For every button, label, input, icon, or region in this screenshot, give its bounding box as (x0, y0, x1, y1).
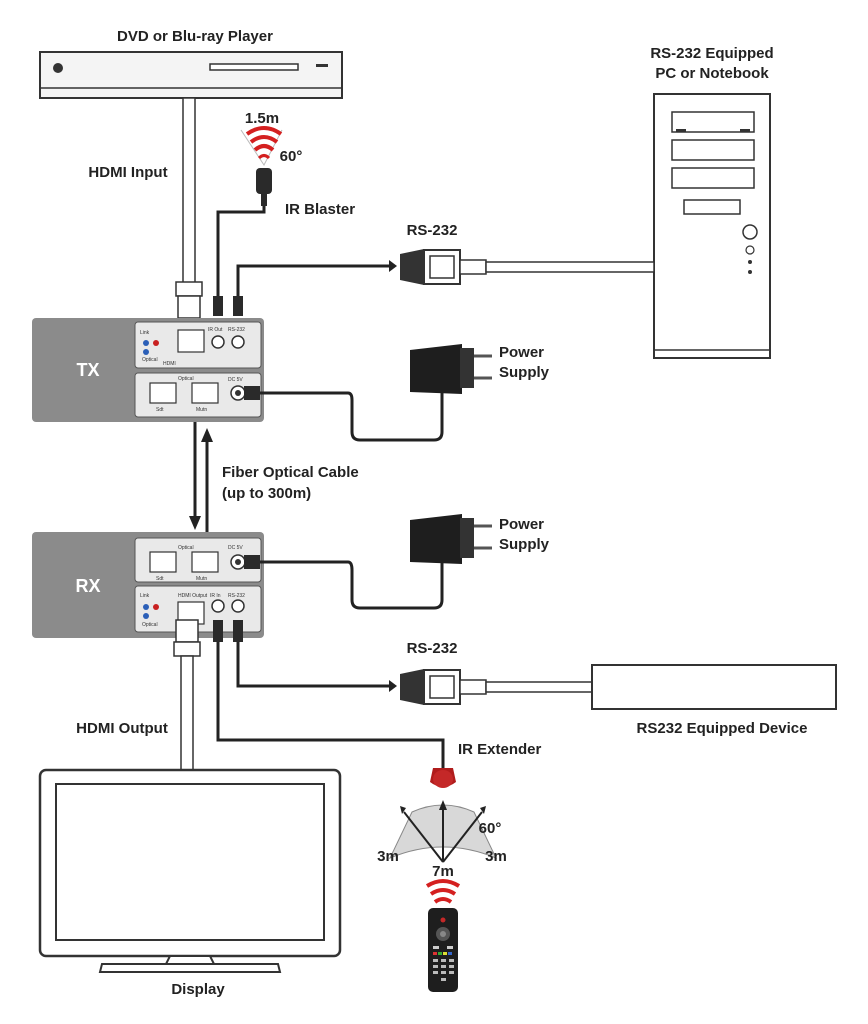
ir-extender-icon (430, 768, 456, 788)
tx-ir-out-text: IR Out (208, 327, 223, 333)
ir-extender-label: IR Extender (458, 741, 542, 758)
ext-right-label: 3m (485, 848, 507, 865)
tx-ir-plug (213, 296, 223, 316)
ir-blaster-label: IR Blaster (285, 201, 355, 218)
rx-sub-a-text: Sdt (156, 576, 164, 582)
blaster-distance-label: 1.5m (245, 110, 279, 127)
tx-label: TX (76, 360, 99, 380)
rx-sub-b-text: Mutn (196, 576, 207, 582)
tx-sub-b-text: Mutn (196, 407, 207, 413)
ext-center-label: 7m (432, 863, 454, 880)
fiber-label-line1: Fiber Optical Cable (222, 464, 359, 481)
tx-power-cable (244, 386, 444, 442)
rs232-device-icon (591, 664, 837, 710)
rs232-bottom-label: RS-232 (407, 640, 458, 657)
pc-label-line1: RS-232 Equipped (650, 45, 773, 62)
hdmi-output-label: HDMI Output (76, 720, 168, 737)
ir-coverage-icon (388, 800, 498, 863)
rs232-device-label: RS232 Equipped Device (637, 720, 808, 737)
tx-power-label-line1: Power (499, 344, 544, 361)
rx-link-text: Link (140, 593, 150, 599)
fiber-label-line2: (up to 300m) (222, 485, 311, 502)
tx-link-text: Link (140, 330, 150, 336)
tx-rs232-plug (233, 296, 243, 316)
rx-rs232-text: RS-232 (228, 593, 245, 599)
tx-power-label-line2: Supply (499, 364, 550, 381)
rx-power-cable (244, 555, 444, 610)
tx-optical-text: Optical (142, 357, 158, 363)
blaster-angle-label: 60° (280, 148, 303, 165)
ir-extender-cable (216, 642, 445, 768)
rx-optical-text: Optical (142, 622, 158, 628)
rx-ir-plug (213, 620, 223, 642)
pc-tower-icon (653, 93, 771, 359)
rx-power-label-line1: Power (499, 516, 544, 533)
rx-power-label-line2: Supply (499, 536, 550, 553)
rx-rs232-plug (233, 620, 243, 642)
rx-hdmi-output-text: HDMI Output (178, 593, 208, 599)
pc-label-line2: PC or Notebook (655, 65, 769, 82)
ext-left-label: 3m (377, 848, 399, 865)
fiber-optic-cable-arrows (189, 422, 213, 532)
ir-blaster-icon (256, 168, 272, 206)
ext-angle-label: 60° (479, 820, 502, 837)
hdmi-input-label: HDMI Input (88, 164, 167, 181)
tx-hdmi-text: HDMI (163, 361, 176, 367)
rs232-top-label: RS-232 (407, 222, 458, 239)
remote-signal-icon (425, 879, 461, 904)
rx-dc5v-text: DC 5V (228, 545, 243, 551)
rx-ir-in-text: IR In (210, 593, 221, 599)
rx-optical-port-text: Optical (178, 545, 194, 551)
display-label: Display (171, 981, 225, 998)
ir-blaster-signal-icon (240, 126, 283, 166)
rx-label: RX (75, 576, 100, 596)
tx-dc5v-text: DC 5V (228, 377, 243, 383)
rx-unit: Optical DC 5V Sdt Mutn Link Optical HDMI… (32, 532, 264, 638)
hdmi-input-cable (175, 97, 203, 319)
rx-power-adapter-icon (410, 514, 492, 564)
tx-rs232-text: RS-232 (228, 327, 245, 333)
tx-sub-a-text: Sdt (156, 407, 164, 413)
remote-control-icon (428, 908, 458, 992)
tx-power-adapter-icon (410, 344, 492, 394)
ir-blaster-cable (216, 206, 266, 300)
hdmi-output-cable (173, 619, 201, 771)
tx-unit: Link Optical HDMI IR Out RS-232 Optical … (32, 318, 264, 422)
tx-optical-port-text: Optical (178, 376, 194, 382)
rs232-bottom-connector-icon (236, 642, 593, 705)
display-icon (38, 768, 342, 973)
dvd-player-icon (39, 51, 343, 99)
dvd-player-label: DVD or Blu-ray Player (117, 28, 273, 45)
rs232-top-connector-icon (236, 249, 655, 300)
